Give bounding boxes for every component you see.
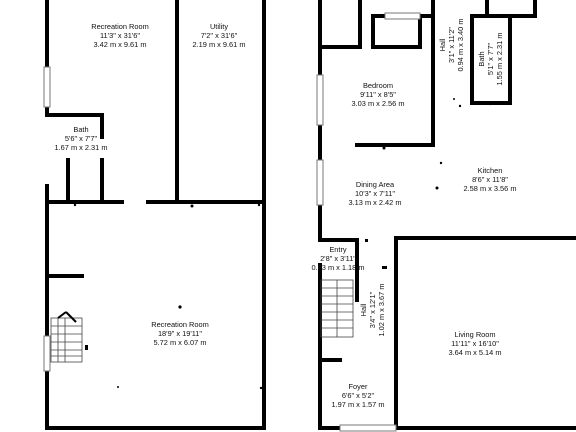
room-name: Recreation Room xyxy=(91,22,149,31)
room-label-kitchen: Kitchen 8'6" x 11'8" 2.58 m x 3.56 m xyxy=(440,166,540,194)
room-dimensions-imperial: 11'3" x 31'6" xyxy=(100,31,140,41)
room-label-utility: Utility 7'2" x 31'6" 2.19 m x 9.61 m xyxy=(180,22,258,50)
room-dimensions-metric: 3.64 m x 5.14 m xyxy=(448,348,502,358)
room-dimensions-metric: 3.42 m x 9.61 m xyxy=(93,40,147,50)
room-label-hall-mid: Hall 3'4" x 12'1" 1.02 m x 3.67 m xyxy=(359,275,387,345)
room-label-bath-right: Bath 5'1" x 7'7" 1.55 m x 2.31 m xyxy=(477,24,505,94)
room-name: Bath xyxy=(73,125,89,134)
room-dimensions-metric: 1.02 m x 3.67 m xyxy=(377,283,387,337)
room-dimensions-imperial: 9'11" x 8'5" xyxy=(360,90,396,100)
room-dimensions-metric: 5.72 m x 6.07 m xyxy=(153,338,207,348)
room-label-dining-area: Dining Area 10'3" x 7'11" 3.13 m x 2.42 … xyxy=(332,180,418,208)
room-label-living-room: Living Room 11'11" x 16'10" 3.64 m x 5.1… xyxy=(420,330,530,358)
room-name: Utility xyxy=(209,22,229,31)
room-name: Living Room xyxy=(454,330,496,339)
room-dimensions-imperial: 11'11" x 16'10" xyxy=(451,339,499,349)
right-floor-fixtures xyxy=(365,98,492,269)
room-name: Entry xyxy=(329,245,347,254)
room-label-recreation-room-top: Recreation Room 11'3" x 31'6" 3.42 m x 9… xyxy=(73,22,167,50)
room-label-hall-top: Hall 3'1" x 11'2" 0.94 m x 3.40 m xyxy=(438,10,466,80)
room-dimensions-imperial: 7'2" x 31'6" xyxy=(200,31,238,41)
room-dimensions-imperial: 5'6" x 7'7" xyxy=(64,134,98,144)
room-label-bath-left: Bath 5'6" x 7'7" 1.67 m x 2.31 m xyxy=(48,125,114,153)
room-dimensions-metric: 2.19 m x 9.61 m xyxy=(192,40,246,50)
right-floor-windows xyxy=(316,12,421,432)
room-dimensions-imperial: 3'1" x 11'2" xyxy=(447,27,457,63)
left-floor-windows xyxy=(43,66,51,372)
room-dimensions-metric: 3.13 m x 2.42 m xyxy=(348,198,402,208)
room-name: Hall xyxy=(359,303,368,317)
room-dimensions-imperial: 2'8" x 3'11" xyxy=(320,254,356,264)
right-floor-stairs xyxy=(320,279,354,338)
room-name: Recreation Room xyxy=(151,320,209,329)
room-dimensions-metric: 3.03 m x 2.56 m xyxy=(351,99,405,109)
room-dimensions-metric: 1.55 m x 2.31 m xyxy=(495,32,505,86)
room-name: Bedroom xyxy=(363,81,393,90)
room-dimensions-metric: 0.94 m x 3.40 m xyxy=(456,18,466,72)
room-label-bedroom: Bedroom 9'11" x 8'5" 3.03 m x 2.56 m xyxy=(336,81,420,109)
room-name: Kitchen xyxy=(477,166,503,175)
room-label-foyer: Foyer 6'6" x 5'2" 1.97 m x 1.57 m xyxy=(322,382,394,410)
right-floor-walls xyxy=(318,0,576,430)
room-name: Dining Area xyxy=(355,180,395,189)
room-dimensions-metric: 0.83 m x 1.18 m xyxy=(311,263,365,273)
room-label-recreation-room-bottom: Recreation Room 18'9" x 19'11" 5.72 m x … xyxy=(120,320,240,348)
room-name: Foyer xyxy=(348,382,368,391)
room-dimensions-metric: 1.97 m x 1.57 m xyxy=(331,400,385,410)
room-dimensions-imperial: 6'6" x 5'2" xyxy=(341,391,375,401)
room-dimensions-imperial: 18'9" x 19'11" xyxy=(157,329,203,339)
room-dimensions-imperial: 5'1" x 7'7" xyxy=(486,42,496,76)
left-floor-walls xyxy=(45,0,266,430)
room-dimensions-imperial: 3'4" x 12'1" xyxy=(368,291,378,329)
room-label-entry: Entry 2'8" x 3'11" 0.83 m x 1.18 m xyxy=(306,245,370,273)
left-floor-stairs xyxy=(50,311,83,363)
left-floor-fixtures xyxy=(73,200,263,390)
room-name: Bath xyxy=(477,51,486,67)
room-dimensions-metric: 2.58 m x 3.56 m xyxy=(463,184,517,194)
room-dimensions-imperial: 10'3" x 7'11" xyxy=(355,189,395,199)
room-dimensions-metric: 1.67 m x 2.31 m xyxy=(54,143,108,153)
room-dimensions-imperial: 8'6" x 11'8" xyxy=(472,175,508,185)
room-name: Hall xyxy=(438,38,447,52)
